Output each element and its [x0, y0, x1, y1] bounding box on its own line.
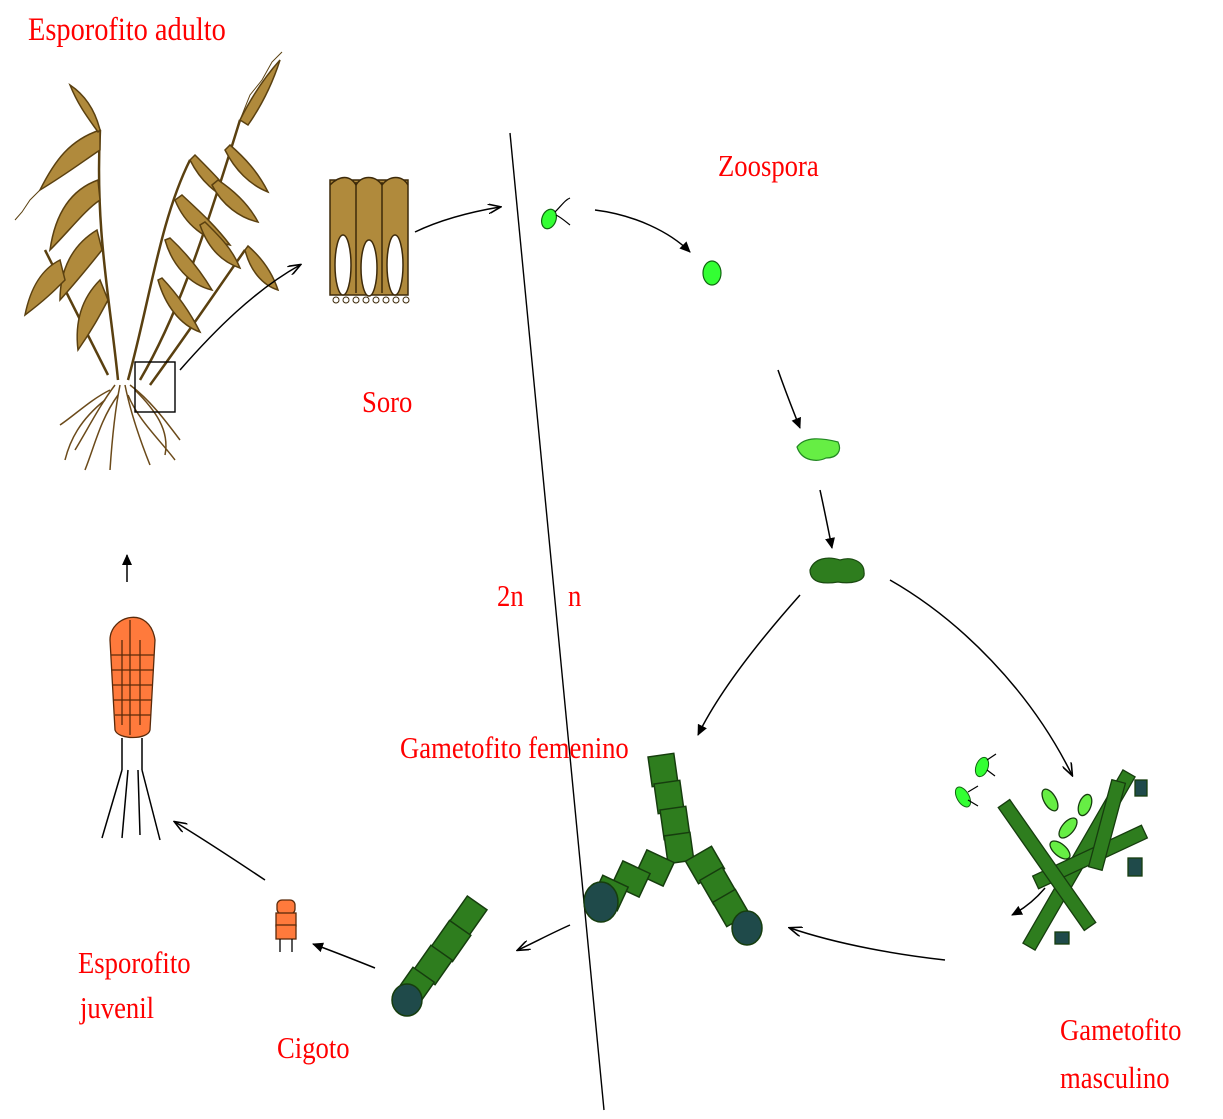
- arrow-zoospore-to-settled: [595, 210, 690, 252]
- label-male-gametophyte-line2: masculino: [1060, 1060, 1170, 1096]
- zoospore-flagellated: [539, 198, 570, 231]
- cycle-arrows: [127, 207, 1072, 968]
- sperm-cells: [952, 754, 996, 810]
- arrow-filament-to-zygote: [313, 944, 375, 968]
- label-zygote: Cigoto: [277, 1030, 350, 1066]
- arrow-to-female: [698, 595, 800, 735]
- settled-spore: [703, 261, 721, 285]
- arrow-settled-to-germinating: [778, 370, 800, 428]
- arrow-zygote-to-juvenile: [175, 822, 265, 880]
- label-ploidy-diploid: 2n: [497, 578, 524, 614]
- zoom-box: [135, 362, 175, 412]
- label-sorus: Soro: [362, 384, 412, 420]
- arrow-to-male: [890, 580, 1072, 775]
- sorus-illustration: [330, 178, 409, 304]
- young-gametophyte: [810, 558, 864, 583]
- ploidy-divider-line: [510, 133, 604, 1110]
- germinating-spore: [797, 439, 840, 460]
- holdfast-roots: [60, 385, 180, 470]
- arrow-sperm-to-female: [790, 928, 945, 960]
- label-female-gametophyte: Gametofito femenino: [400, 730, 629, 766]
- label-male-gametophyte-line1: Gametofito: [1060, 1012, 1181, 1048]
- label-adult-sporophyte: Esporofito adulto: [28, 12, 226, 50]
- juvenile-sporophyte-illustration: [102, 617, 160, 840]
- female-gametophyte-illustration: [584, 753, 762, 945]
- arrow-germinating-to-young: [820, 490, 832, 548]
- male-gametophyte-illustration: [998, 770, 1147, 950]
- arrow-male-to-sperm: [1012, 888, 1045, 915]
- arrow-female-to-filament: [518, 925, 570, 950]
- label-juvenile-sporophyte-line2: juvenil: [80, 990, 154, 1026]
- label-zoospore: Zoospora: [718, 148, 819, 184]
- zygote-illustration: [276, 900, 296, 952]
- arrow-sorus-to-zoospore: [415, 207, 500, 232]
- label-ploidy-haploid: n: [568, 578, 581, 614]
- adult-sporophyte-illustration: [15, 52, 282, 385]
- zygote-filament-illustration: [392, 896, 487, 1016]
- label-juvenile-sporophyte-line1: Esporofito: [78, 945, 191, 981]
